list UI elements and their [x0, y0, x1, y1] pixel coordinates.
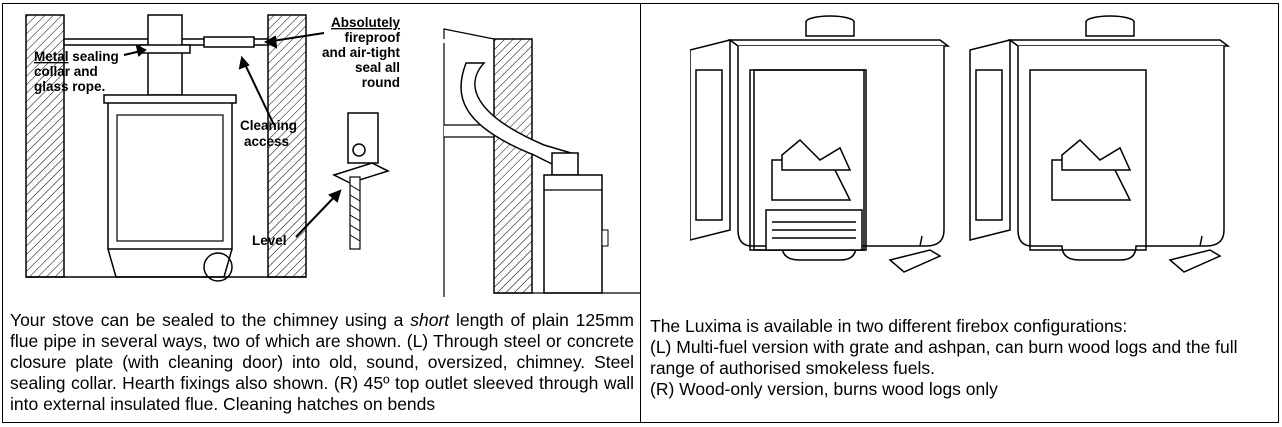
svg-text:and air-tight: and air-tight: [322, 45, 400, 60]
svg-text:Level: Level: [252, 233, 287, 248]
svg-text:seal all: seal all: [355, 60, 400, 75]
svg-text:Cleaning: Cleaning: [240, 118, 297, 133]
svg-text:glass rope.: glass rope.: [34, 79, 105, 94]
external-wall: [493, 38, 533, 294]
stove-right: [543, 174, 603, 294]
stove-body: [107, 98, 233, 250]
svg-text:collar and: collar and: [34, 64, 98, 79]
left-caption: Your stove can be sealed to the chimney …: [10, 310, 634, 414]
chimney-installation-illustration: Metal sealing collar and glass rope. Abs…: [25, 14, 640, 297]
flue-pipe: [147, 14, 183, 96]
svg-text:Absolutely: Absolutely: [331, 15, 401, 30]
right-caption: The Luxima is available in two different…: [650, 316, 1275, 400]
right-caption-line3: (R) Wood-only version, burns wood logs o…: [650, 379, 998, 399]
right-caption-line1: The Luxima is available in two different…: [650, 316, 1128, 336]
hearth-bracket: [347, 112, 379, 164]
svg-text:access: access: [244, 134, 289, 149]
svg-text:round: round: [362, 75, 400, 90]
panel-divider: [640, 3, 641, 423]
svg-text:Metal sealing: Metal sealing: [34, 49, 119, 64]
svg-text:fireproof: fireproof: [345, 30, 401, 45]
right-caption-line2: (L) Multi-fuel version with grate and as…: [650, 337, 1238, 378]
hearth-bolt: [349, 176, 361, 250]
stove-wood-only: [969, 15, 1231, 273]
stove-multi-fuel: [690, 15, 951, 273]
stove-firebox-illustration: [690, 15, 1231, 273]
